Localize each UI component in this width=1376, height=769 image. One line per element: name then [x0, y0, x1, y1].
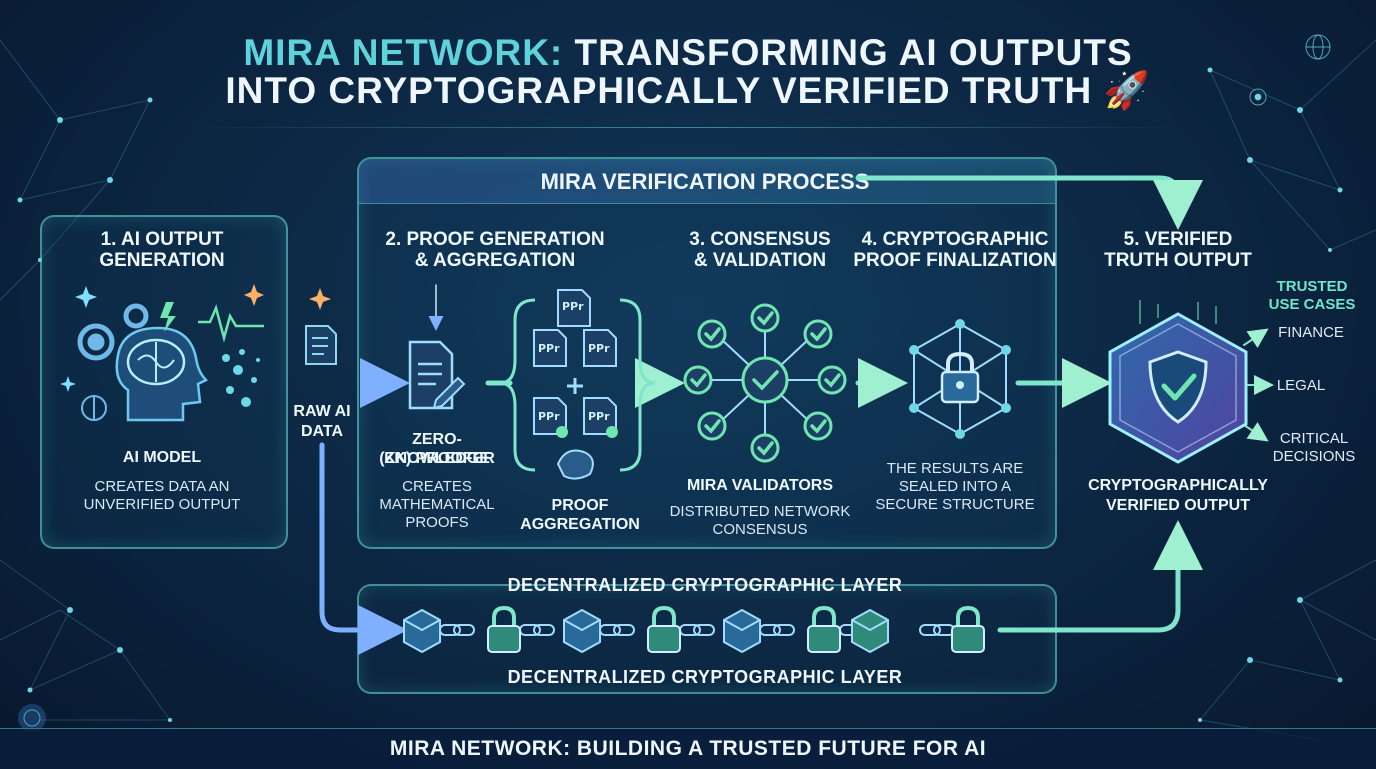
cube-icon [403, 608, 889, 654]
lock-icon [487, 605, 985, 653]
title-accent: MIRA NETWORK: [243, 32, 564, 73]
step2-title-l1: 2. PROOF GENERATION [385, 229, 605, 250]
sparkle-icon [309, 288, 331, 310]
proofer-desc-l2: MATHEMATICAL [379, 496, 495, 513]
step3-title-l2: & VALIDATION [693, 250, 827, 271]
blockchain-chain [403, 605, 985, 654]
zk-proofer-l1: ZERO-KNOWLEDGE [384, 431, 490, 467]
validators-network [683, 303, 847, 463]
verified-output-illustration [1108, 300, 1248, 464]
step5-title-l1: 5. VERIFIED [1123, 229, 1233, 250]
raw-data-l2: DATA [300, 423, 344, 440]
use-case-critical-l2: DECISIONS [1272, 448, 1356, 465]
sparkle-icon [60, 284, 264, 392]
step4-title-l1: 4. CRYPTOGRAPHIC [861, 229, 1049, 250]
step1-title-l2: GENERATION [99, 250, 225, 271]
crypto-layer-label-top: DECENTRALIZED CRYPTOGRAPHIC LAYER [507, 575, 903, 595]
document-icon [305, 325, 337, 365]
proof-aggregation-illustration: PPr PPr PPr PPr PPr [533, 289, 618, 480]
doc-text: PPr [588, 342, 610, 355]
lightning-icon [160, 302, 176, 332]
rocket-emoji: 🚀 [1103, 70, 1151, 111]
step5-title-l2: TRUTH OUTPUT [1104, 250, 1252, 271]
validators-label: MIRA VALIDATORS [686, 477, 834, 494]
proof-agg-l2: AGGREGATION [520, 516, 640, 533]
raw-data-illustration [305, 288, 337, 365]
raw-data-l1: RAW AI [293, 403, 351, 420]
title-divider [200, 127, 1176, 128]
step2-title-l2: & AGGREGATION [414, 250, 576, 271]
lock-icon [940, 351, 980, 404]
page-title: MIRA NETWORK: TRANSFORMING AI OUTPUTS [0, 30, 1376, 76]
crypto-layer-panel [357, 584, 1057, 694]
check-icon [690, 311, 841, 456]
doc-text: PPr [588, 410, 610, 423]
doc-text: PPr [562, 300, 584, 313]
step4-desc-l3: SECURE STRUCTURE [875, 496, 1035, 513]
page-title-line2: INTO CRYPTOGRAPHICALLY VERIFIED TRUTH 🚀 [0, 68, 1376, 114]
step3-desc-l1: DISTRIBUTED NETWORK [669, 503, 851, 520]
shield-check-icon [1148, 350, 1208, 424]
step5-label-l1: CRYPTOGRAPHICALLY [1088, 477, 1268, 494]
heartbeat-icon [198, 304, 264, 343]
verification-process-panel [357, 157, 1057, 549]
use-case-critical-l1: CRITICAL [1279, 430, 1349, 447]
step5-label-l2: VERIFIED OUTPUT [1105, 497, 1250, 514]
use-case-legal: LEGAL [1276, 377, 1326, 394]
use-case-finance: FINANCE [1278, 324, 1344, 341]
brain-head-icon [115, 326, 209, 422]
ai-model-illustration [60, 284, 264, 422]
pencil-icon [432, 376, 466, 410]
crypto-layer-label-bottom: DECENTRALIZED CRYPTOGRAPHIC LAYER [507, 667, 903, 687]
step3-title-l1: 3. CONSENSUS [689, 229, 831, 250]
step1-title-l1: 1. AI OUTPUT [100, 229, 224, 250]
doc-text: PPr [538, 342, 560, 355]
document-icon [408, 340, 454, 410]
ai-model-label: AI MODEL [122, 449, 202, 466]
zk-proofer-l2: (ZK) PROOFER [379, 450, 495, 467]
proofer-desc-l3: PROOFS [405, 514, 469, 531]
proofer-desc-l1: CREATES [402, 478, 472, 495]
step4-desc-l2: SEALED INTO A [898, 478, 1012, 495]
step1-desc-l2: UNVERIFIED OUTPUT [83, 496, 241, 513]
gear-icon [77, 303, 149, 361]
step4-desc-l1: THE RESULTS ARE [886, 460, 1024, 477]
finalization-structure [909, 319, 1011, 439]
process-header-bar [359, 159, 1055, 204]
step1-desc-l1: CREATES DATA AN [94, 478, 230, 495]
title-line1-rest: TRANSFORMING AI OUTPUTS [574, 32, 1133, 73]
proof-agg-l1: PROOF [551, 497, 609, 514]
process-header: MIRA VERIFICATION PROCESS [540, 169, 870, 194]
step3-desc-l2: CONSENSUS [712, 521, 808, 538]
use-cases-title-l2: USE CASES [1268, 296, 1356, 313]
use-cases-title-l1: TRUSTED [1276, 278, 1348, 295]
footer-banner: MIRA NETWORK: BUILDING A TRUSTED FUTURE … [0, 728, 1376, 769]
zk-proofer-doc [408, 340, 466, 410]
title-line2: INTO CRYPTOGRAPHICALLY VERIFIED TRUTH [225, 70, 1093, 111]
step4-title-l2: PROOF FINALIZATION [853, 250, 1057, 271]
doc-text: PPr [538, 410, 560, 423]
